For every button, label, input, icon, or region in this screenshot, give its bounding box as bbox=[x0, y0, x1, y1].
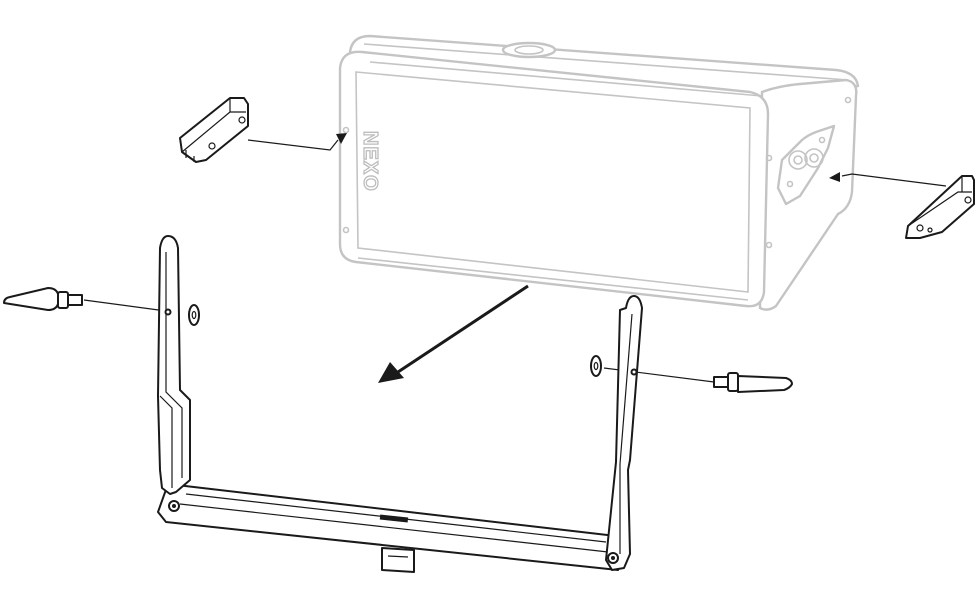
left-locking-knob bbox=[3, 287, 83, 311]
left-washer bbox=[188, 304, 200, 326]
brand-logo: NEXO bbox=[359, 131, 381, 192]
cabinet-holes bbox=[342, 96, 852, 249]
install-direction-arrow bbox=[378, 284, 529, 383]
left-side-bracket bbox=[179, 97, 249, 163]
right-side-bracket bbox=[905, 175, 975, 239]
u-bracket-yoke bbox=[157, 235, 643, 573]
pole-socket-icon bbox=[501, 41, 557, 59]
right-bracket-arrow bbox=[829, 172, 947, 187]
left-bracket-arrow bbox=[247, 133, 347, 151]
right-washer bbox=[590, 355, 602, 377]
rigging-plate-icon bbox=[776, 124, 836, 206]
left-axis-line bbox=[83, 299, 167, 312]
right-locking-knob bbox=[713, 372, 793, 393]
speaker-cabinet bbox=[338, 34, 860, 311]
